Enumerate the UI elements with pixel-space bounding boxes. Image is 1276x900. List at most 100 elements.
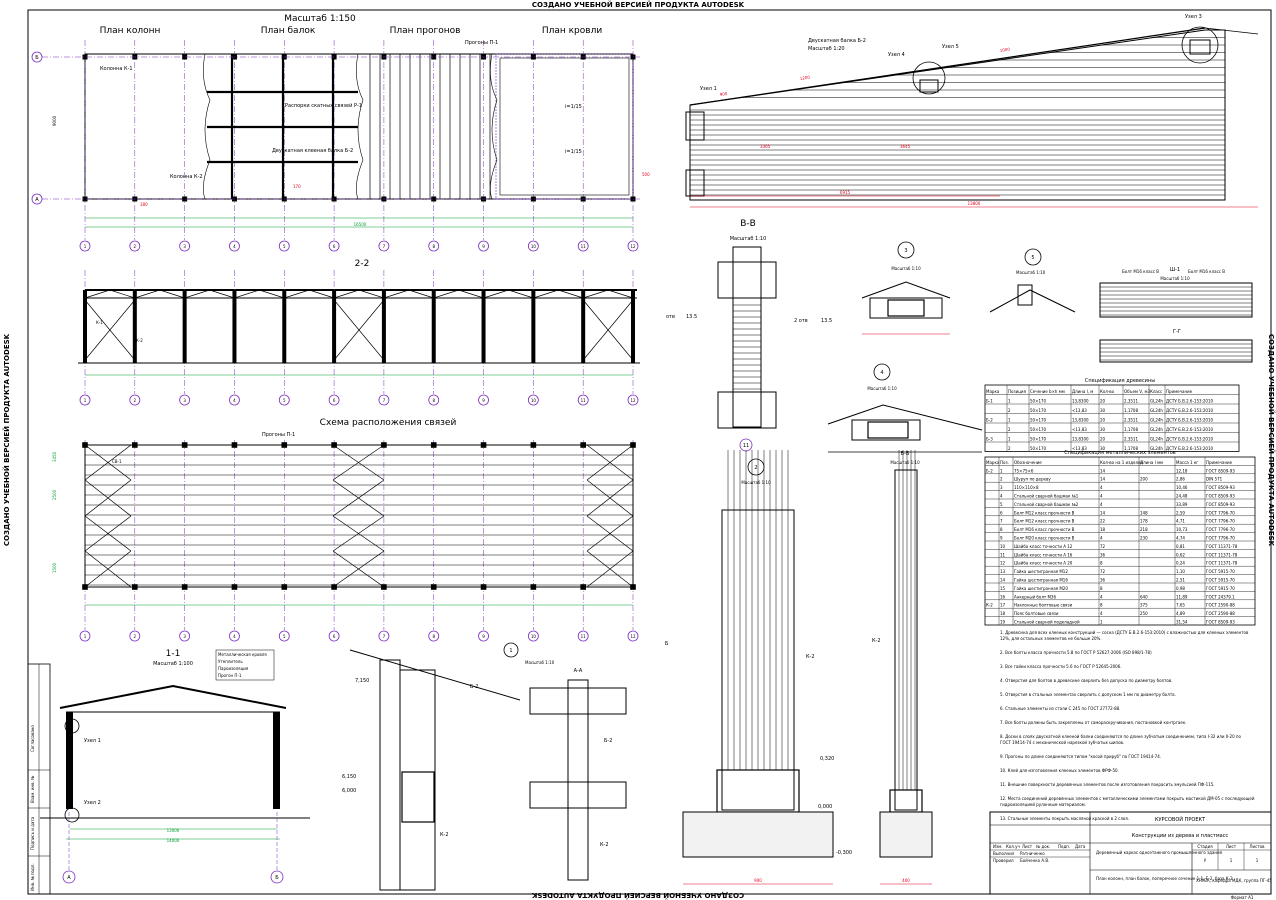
axis-label-10: 10 [531,398,537,403]
bracing-column [580,584,586,590]
section22-column [182,290,187,363]
axis-marker-2 [129,630,141,642]
spec-metal-cell: 14 [1000,578,1006,583]
node3-roof [861,281,951,299]
note-line: 6. Стальные элементы из стали С 245 по Г… [1000,706,1120,711]
aa-b2: Б-2 [604,738,612,744]
spec-metal-cell: ГОСТ 7796-70 [1206,510,1235,515]
spec-metal-cell: ГОСТ 8509-93 [1206,485,1235,490]
plan-scale: Масштаб 1:150 [284,14,356,24]
spec-metal-cell: 200 [1140,477,1148,482]
bracing-column [430,584,437,590]
node3-plate [887,299,925,317]
spec-metal-cell: 2,86 [1176,477,1185,482]
spec-wood-cell: 50×170 [1030,446,1047,451]
spec-metal-cell: 10 [1000,544,1006,549]
section22-brace [358,289,385,299]
spec-metal-cell: Гайка шестигранная М20 [1014,586,1068,591]
spec-metal-cell: 218 [1140,527,1148,532]
spec-metal-cell: Пояс болтовые связи [1014,611,1059,616]
spec-metal-cell: Болт М12 класс прочности В [1014,510,1075,515]
spec-metal-cell: 72 [1100,569,1106,574]
axis-marker-4 [229,630,240,642]
spec-metal-cell: 18 [1100,527,1106,532]
axis-label-12: 12 [630,244,636,249]
spec-wood-cell: 2,3511 [1124,399,1138,404]
spec-wood-cell: 13,8300 [1072,399,1089,404]
node5-scale: Масштаб 1:10 [1016,270,1046,275]
axis-marker-3 [179,240,191,252]
axis-label-12: 12 [630,398,636,403]
sheet-frame [27,9,1272,895]
bracing-column [281,442,288,448]
bracing-purlins-label: Прогоны П-1 [262,432,295,438]
section22-brace [209,289,235,299]
section22-brace [508,289,534,299]
axis-marker-7 [378,630,390,642]
plan-column [82,196,88,202]
spec-metal-cell: Шайба класс точности А 20 [1014,561,1073,566]
bracing-column [132,584,138,590]
plan-column-label-2: Колонна К-2 [170,174,203,180]
spec-wood-cell: 20 [1100,437,1106,442]
spec-wood-cell: 2,3511 [1124,418,1138,423]
note-line: 5. Отверстия в стальных элементах сверли… [1000,692,1176,697]
axis-marker-10 [527,394,539,406]
roof-note-1: Металлическая кровля [218,652,267,657]
spec-metal-cell: 33,89 [1176,502,1188,507]
spec-wood-cell: ДСТУ Б.В.2.6-153:2010 [1166,408,1214,413]
spec-metal-cell: 8 [1100,561,1103,566]
node4-num: 4 [880,370,883,376]
plan-title-beams: План балок [261,26,316,36]
spec-metal-cell: 19 [1000,620,1006,625]
spec-metal-header: Примечание [1206,460,1233,465]
beam-b2-view: Двускатная балка Б-2 Масштаб 1:20 Узел 3… [685,14,1259,208]
bracing-scheme: Схема расположения связей Прогоны П-1 СВ… [52,418,636,606]
title-block: КУРСОВОЙ ПРОЕКТ Конструкции из дерева и … [989,811,1272,900]
plan-column [530,196,536,202]
roof-note-4: Прогон П-1 [218,673,242,678]
plan-dim-height: 9000 [52,115,57,126]
spec-wood-cell: 1,1708 [1124,408,1138,413]
spec-metal-table: Спецификация металлических элементов Мар… [984,450,1256,626]
spec-metal-cell: 4 [1000,494,1003,499]
k2-axis-b: Б [665,641,669,647]
spec-metal-cell: 14 [1100,477,1106,482]
side-label-4: Инв. № подл. [30,863,35,891]
spec-metal-cell: 178 [1140,519,1148,524]
note-line: 12. Места соединений деревянных элементо… [1000,796,1255,807]
watermark-right: СОЗДАНО УЧЕБНОЙ ВЕРСИЕЙ ПРОДУКТА AUTODES… [1267,334,1276,547]
axis-label-8: 8 [432,244,435,249]
bracing-dim-1: 3450 [52,451,57,462]
spec-metal-cell: Шуруп по дереву [1014,477,1051,482]
spec-metal-cell: Болт М20 класс прочности В [1014,536,1075,541]
beam-support-bottom [685,169,705,197]
node3-scale: Масштаб 1:10 [891,266,921,271]
axis-label-9: 9 [482,244,485,249]
sh1-body [1099,282,1253,318]
section11-column-left [66,712,73,809]
spec-metal-cell: Шайба класс точности А 16 [1014,552,1073,557]
beam-title: Двускатная балка Б-2 [808,38,866,44]
beam-node-circle-3 [1181,26,1219,64]
roof-note-3: Пароизоляция [218,666,249,671]
note-line: 10. Клей для изготовления клееных элемен… [1000,768,1119,773]
section22-cross [84,299,136,361]
spec-wood-cell: 20 [1100,399,1106,404]
beam-dim-1: 3365 [760,144,771,149]
spec-metal-cell: 36 [1100,578,1106,583]
tb-sign-h: Подп. [1058,844,1070,849]
spec-wood-cell: 1,1708 [1124,446,1138,451]
bracing-brace-label: СВ-1 [112,459,122,464]
tb-sheet-h: Лист [1226,844,1237,849]
axis-label-8: 8 [432,634,435,639]
beam-node1-label: Узел 1 [700,86,717,92]
note-line: 8. Доски в слоях двускатной клееной балк… [1000,734,1242,745]
spec-metal-cell: ГОСТ 24379.1 [1206,594,1235,599]
section11-node1: Узел 1 [84,738,101,744]
roof-outline [495,53,634,200]
spec-metal-cell: 16 [1000,594,1006,599]
spec-metal-header: Масса 1 кг [1176,460,1198,465]
axis-label-1: 1 [84,244,87,249]
